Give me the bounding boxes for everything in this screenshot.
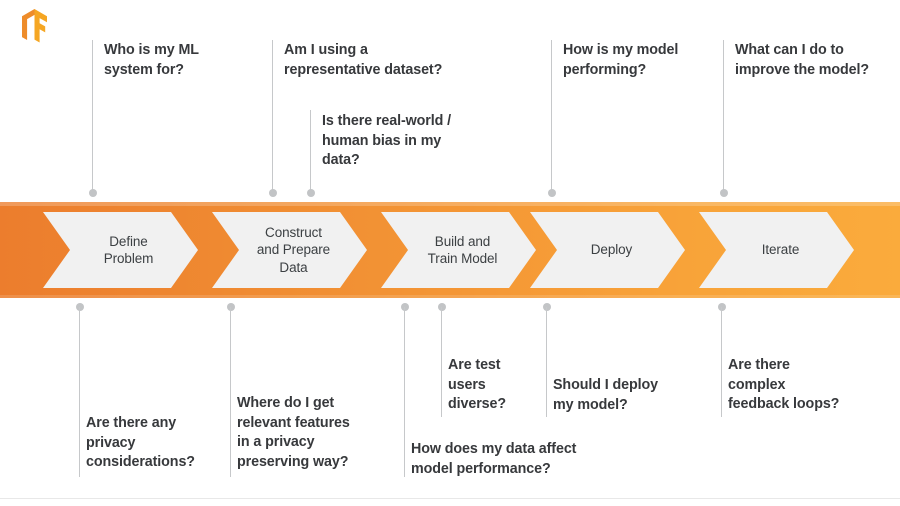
question-who-is-my-ml-system-for: Who is my ML system for?: [104, 41, 264, 80]
question-line: Where do I get: [237, 395, 335, 411]
question-line: representative dataset?: [284, 61, 443, 78]
question-line: in a privacy: [237, 434, 315, 450]
question-line: preserving way?: [237, 453, 349, 470]
question-line: Are there: [728, 357, 790, 373]
question-improve-the-model: What can I do to improve the model?: [735, 41, 900, 80]
question-line: complex: [728, 376, 786, 393]
question-data-affect-model-performance: How does my data affect model performanc…: [411, 440, 641, 479]
question-line: data?: [322, 152, 360, 168]
question-line: diverse?: [448, 396, 507, 412]
stage-label-line: Deploy: [590, 242, 633, 258]
question-line: Should I deploy: [553, 377, 658, 393]
connector-dot-real-world-human-bias: [306, 189, 315, 197]
stage-label-line: Train Model: [427, 251, 498, 266]
tensorflow-logo-icon: [14, 6, 54, 46]
connector-line-data-affect-model-performance: [404, 307, 405, 477]
connector-line-complex-feedback-loops: [721, 307, 722, 417]
connector-dot-how-is-my-model-performing: [547, 189, 556, 197]
question-should-i-deploy-my-model: Should I deploy my model?: [553, 376, 713, 415]
connector-line-test-users-diverse: [441, 307, 442, 417]
connector-line-relevant-features-privacy: [230, 307, 231, 477]
question-relevant-features-privacy: Where do I get relevant features in a pr…: [237, 394, 412, 472]
stage-label-line: Problem: [103, 251, 154, 266]
question-representative-dataset: Am I using a representative dataset?: [284, 41, 514, 80]
stage-label-line: Define: [109, 233, 148, 249]
question-line: my model?: [553, 396, 628, 413]
question-line: Who is my ML: [104, 42, 199, 58]
band-bottom-sheen: [0, 295, 900, 298]
connector-line-improve-the-model: [723, 40, 724, 190]
stage-label-line: Iterate: [761, 242, 800, 258]
question-line: considerations?: [86, 454, 195, 470]
connector-line-should-i-deploy-my-model: [546, 307, 547, 417]
connector-line-who-is-my-ml-system-for: [92, 40, 93, 190]
question-line: Are test: [448, 357, 501, 373]
question-line: human bias in my: [322, 132, 442, 149]
stage-label-line: Build and: [434, 233, 491, 249]
question-complex-feedback-loops: Are there complex feedback loops?: [728, 356, 898, 415]
question-line: Is there real-world /: [322, 113, 451, 129]
question-real-world-human-bias: Is there real-world / human bias in my d…: [322, 112, 522, 171]
question-line: How does my data affect: [411, 441, 577, 457]
question-line: Are there any: [86, 415, 177, 431]
question-line: improve the model?: [735, 61, 870, 78]
stage-label-line: and Prepare: [256, 242, 331, 258]
question-line: Am I using a: [284, 42, 368, 58]
connector-line-real-world-human-bias: [310, 110, 311, 190]
question-line: privacy: [86, 434, 136, 451]
stage-label-line: Data: [279, 259, 308, 275]
question-test-users-diverse: Are test users diverse?: [448, 356, 558, 415]
connector-line-how-is-my-model-performing: [551, 40, 552, 190]
connector-line-representative-dataset: [272, 40, 273, 190]
question-line: How is my model: [563, 42, 679, 58]
connector-dot-who-is-my-ml-system-for: [88, 189, 97, 197]
band-top-sheen: [0, 202, 900, 206]
connector-line-privacy-considerations: [79, 307, 80, 477]
question-line: users: [448, 376, 486, 393]
question-line: relevant features: [237, 414, 350, 431]
question-line: performing?: [563, 61, 647, 78]
question-how-is-my-model-performing: How is my model performing?: [563, 41, 733, 80]
bottom-divider: [0, 498, 900, 499]
stage-label-line: Construct: [265, 224, 322, 240]
question-privacy-considerations: Are there any privacy considerations?: [86, 414, 246, 473]
question-line: model performance?: [411, 460, 551, 477]
connector-dot-improve-the-model: [719, 189, 728, 197]
question-line: What can I do to: [735, 42, 844, 58]
connector-dot-representative-dataset: [268, 189, 277, 197]
question-line: feedback loops?: [728, 396, 840, 412]
question-line: system for?: [104, 61, 184, 78]
